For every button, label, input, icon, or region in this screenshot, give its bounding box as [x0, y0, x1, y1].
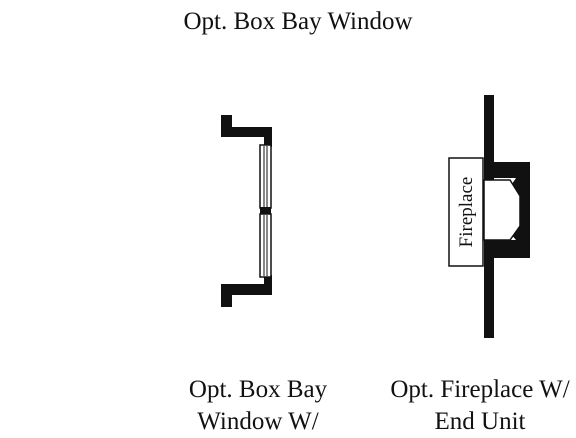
fireplace-label: Fireplace	[456, 177, 477, 248]
bay-window-caption: Opt. Box Bay Window W/	[158, 374, 358, 438]
bay-window-mullion	[260, 207, 271, 214]
diagram-title: Opt. Box Bay Window	[183, 8, 413, 35]
fireplace-caption-line-1: Opt. Fireplace W/	[390, 376, 570, 403]
box-bay-window-symbol	[221, 115, 272, 307]
bay-window-pane-upper	[259, 144, 272, 209]
fireplace-caption-line-2: End Unit	[434, 408, 526, 435]
fireplace-symbol: Fireplace	[448, 95, 530, 338]
bay-window-caption-line-2: Window W/	[197, 408, 319, 435]
fireplace-caption: Opt. Fireplace W/ End Unit	[370, 374, 576, 438]
hearth	[448, 157, 484, 267]
bay-window-caption-line-1: Opt. Box Bay	[188, 376, 328, 403]
firebox	[483, 179, 521, 241]
bay-wall-bottom	[221, 275, 272, 307]
bay-wall-top	[221, 115, 272, 147]
bay-window-pane-lower	[259, 213, 272, 278]
